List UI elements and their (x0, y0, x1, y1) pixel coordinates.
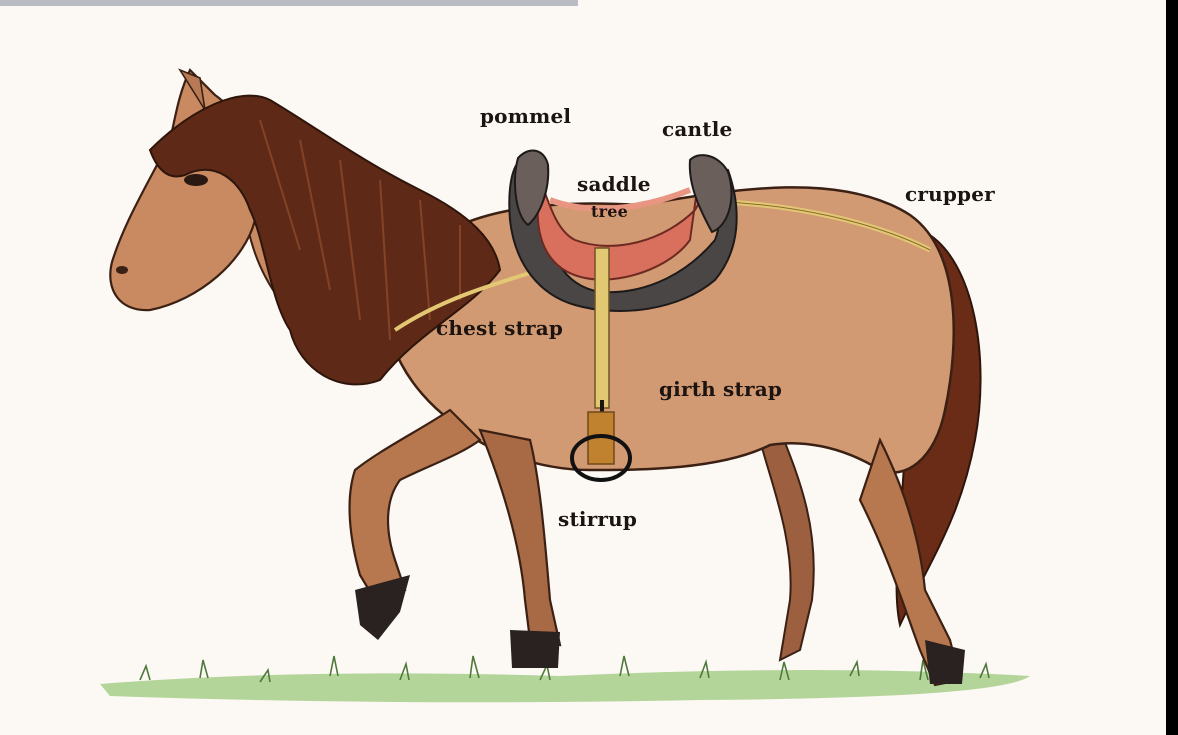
label-saddle: saddle (577, 172, 651, 196)
horse-nostril (116, 266, 128, 274)
label-girth-strap: girth strap (659, 377, 782, 401)
horse-hind-leg-far (760, 430, 814, 660)
front-hoof-raised (355, 575, 410, 640)
label-stirrup: stirrup (558, 507, 637, 531)
label-crupper: crupper (905, 182, 995, 206)
horse-eye (184, 174, 208, 186)
label-tree: tree (591, 202, 628, 221)
label-pommel: pommel (480, 104, 571, 128)
girth-strap (595, 248, 609, 408)
label-cantle: cantle (662, 117, 732, 141)
front-hoof-planted (510, 630, 560, 668)
horse-front-leg-raised (350, 410, 480, 600)
grass (100, 656, 1030, 702)
right-edge-bar (1166, 0, 1178, 735)
hind-hoof (925, 640, 965, 684)
label-chest-strap: chest strap (436, 316, 563, 340)
